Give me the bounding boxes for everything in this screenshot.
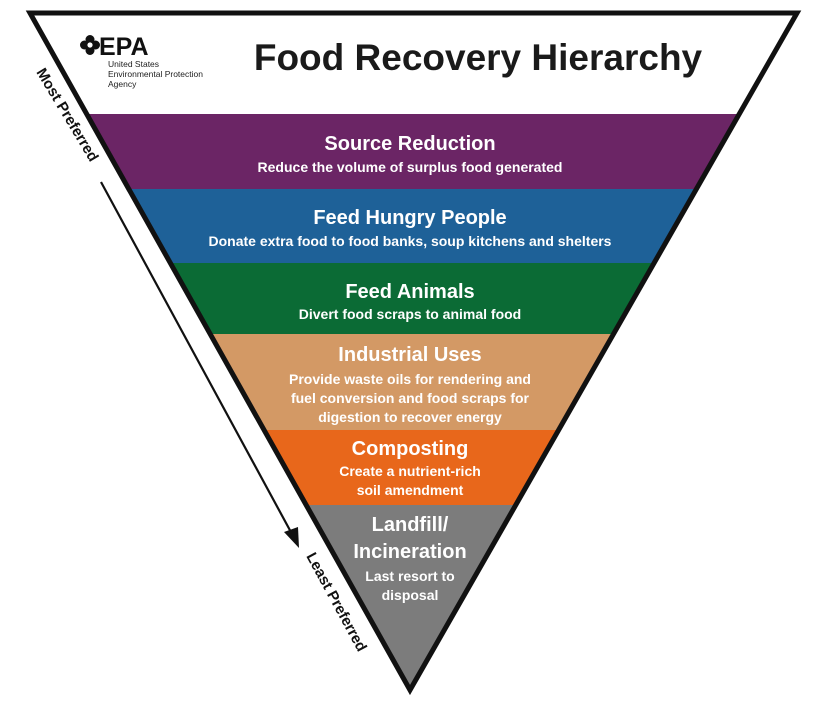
tier-description: Reduce the volume of surplus food genera… — [258, 159, 563, 175]
agency-line-2: Environmental Protection — [108, 69, 203, 79]
tier-title: Incineration — [353, 541, 466, 563]
agency-line-1: United States — [108, 59, 159, 69]
header-panel — [30, 13, 797, 114]
triangle-outline — [25, 10, 802, 696]
tier-description: digestion to recover energy — [318, 409, 502, 425]
tier-description: fuel conversion and food scraps for — [291, 390, 530, 406]
page-title: Food Recovery Hierarchy — [254, 37, 703, 78]
tier-description: disposal — [382, 587, 439, 603]
tier-band-2 — [128, 189, 697, 263]
tier-title: Source Reduction — [324, 133, 495, 155]
tier-band-4 — [210, 334, 614, 430]
tier-title: Industrial Uses — [338, 344, 481, 366]
tier-description: Divert food scraps to animal food — [299, 306, 521, 322]
tier-description: Provide waste oils for rendering and — [289, 371, 531, 387]
tier-title: Feed Animals — [345, 281, 474, 303]
epa-flower-icon — [80, 35, 100, 55]
tier-title: Feed Hungry People — [313, 207, 506, 229]
epa-logo: EPA United States Environmental Protecti… — [80, 33, 203, 89]
tier-description: Create a nutrient-rich — [339, 463, 481, 479]
tier-description: Last resort to — [365, 568, 454, 584]
tier-band-3 — [170, 263, 655, 334]
tier-title: Landfill/ — [372, 514, 449, 536]
preference-arrow-line — [100, 181, 293, 535]
tier-description: Donate extra food to food banks, soup ki… — [209, 233, 612, 249]
tier-band-1 — [86, 114, 740, 189]
agency-line-3: Agency — [108, 79, 137, 89]
tier-title: Composting — [352, 438, 469, 460]
tier-band-5 — [264, 430, 559, 505]
tier-description: soil amendment — [357, 482, 464, 498]
epa-wordmark: EPA — [99, 33, 149, 61]
arrow-down-icon — [284, 527, 299, 548]
tier-band-6 — [306, 505, 516, 690]
